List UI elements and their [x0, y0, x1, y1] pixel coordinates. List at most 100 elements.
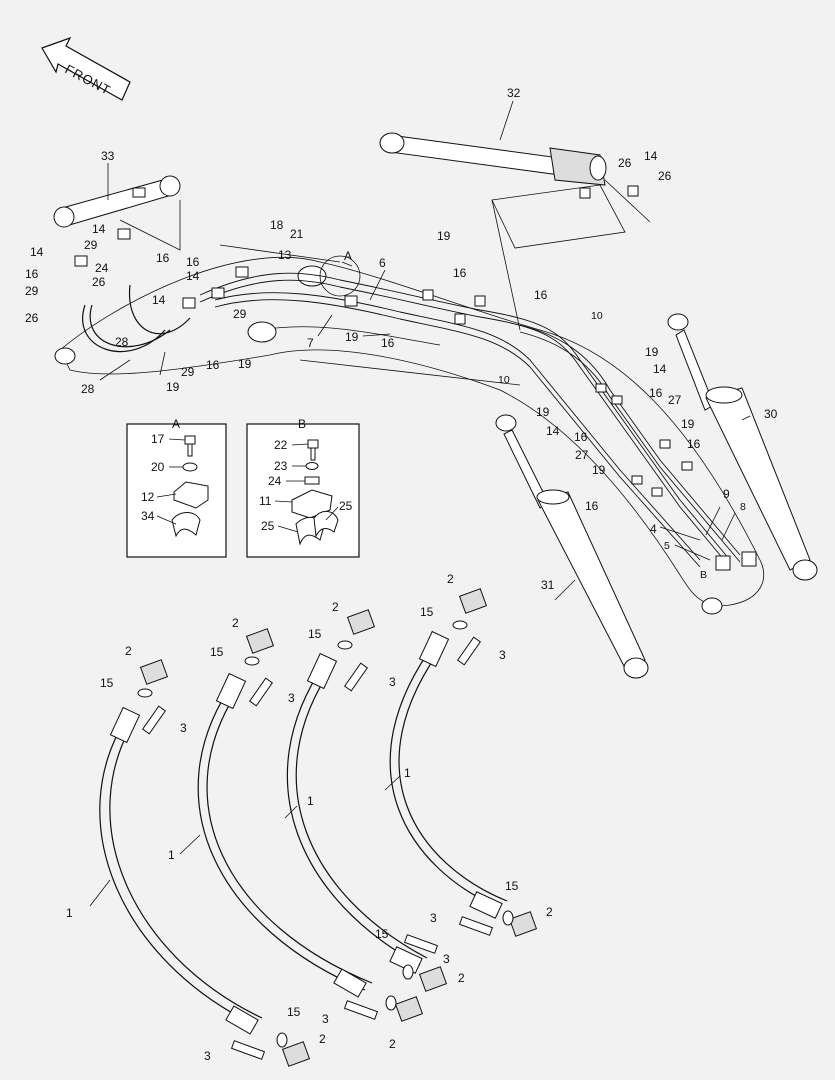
front-arrow-icon: FRONT: [41, 36, 131, 101]
hose-callout-labels: 2 15 3 2 15 3 2 15 3 2 15 3 1 1 1 1 15 3…: [66, 572, 553, 1063]
callout-16: 16: [574, 430, 588, 444]
callout-19: 19: [645, 345, 659, 359]
hose-callout-1: 1: [168, 848, 175, 862]
callout-14: 14: [186, 269, 200, 283]
callout-14: 14: [644, 149, 658, 163]
detail-box-b: B 22 23 24 11 25 25: [246, 417, 360, 558]
hose-callout-15: 15: [308, 627, 322, 641]
callout-leaders: [89, 100, 751, 907]
detail-box-a: A 17 20 12 34: [126, 417, 227, 558]
callout-16: 16: [381, 336, 395, 350]
callout-16: 16: [25, 267, 39, 281]
callout-18: 18: [270, 218, 284, 232]
callout-16: 16: [206, 358, 220, 372]
callout-16: 16: [585, 499, 599, 513]
callout-26: 26: [618, 156, 632, 170]
callout-29: 29: [25, 284, 39, 298]
callout-4: 4: [650, 522, 657, 536]
callout-16: 16: [156, 251, 170, 265]
callout-19: 19: [345, 330, 359, 344]
hose-callout-3: 3: [180, 721, 187, 735]
callout-24: 24: [95, 261, 109, 275]
callout-10: 10: [591, 310, 603, 322]
callout-16: 16: [687, 437, 701, 451]
callout-5: 5: [664, 540, 670, 552]
hose-callout-2: 2: [319, 1032, 326, 1046]
callout-26: 26: [25, 311, 39, 325]
callout-10: 10: [498, 374, 510, 386]
hose-callout-15: 15: [420, 605, 434, 619]
hose-callout-1: 1: [66, 906, 73, 920]
detail-b-label-22: 22: [274, 438, 288, 452]
callout-8: 8: [740, 501, 746, 513]
leader-frames: [119, 179, 651, 331]
callout-19: 19: [437, 229, 451, 243]
callout-13: 13: [278, 248, 292, 262]
hose-callout-2: 2: [125, 644, 132, 658]
callout-14: 14: [152, 293, 166, 307]
callout-27: 27: [575, 448, 589, 462]
detail-a-label-17: 17: [151, 432, 165, 446]
detail-b-label-25b: 25: [261, 519, 275, 533]
hose-callout-15: 15: [375, 927, 389, 941]
hose-callout-2: 2: [232, 616, 239, 630]
hose-callout-2: 2: [447, 572, 454, 586]
hoses-28: [82, 284, 191, 353]
callout-labels: 32 33 26 14 26 18 21 13 14 29 16 14 16 2…: [25, 86, 778, 592]
callout-14: 14: [92, 222, 106, 236]
hose-callout-2: 2: [332, 600, 339, 614]
callout-28: 28: [81, 382, 95, 396]
tube-clamps: [74, 185, 757, 571]
callout-16: 16: [649, 386, 663, 400]
callout-19: 19: [681, 417, 695, 431]
callout-7: 7: [307, 336, 314, 350]
callout-33: 33: [101, 149, 115, 163]
callout-31: 31: [541, 578, 555, 592]
callout-21: 21: [290, 227, 304, 241]
callout-14: 14: [653, 362, 667, 376]
hose-callout-3: 3: [204, 1049, 211, 1063]
callout-14: 14: [546, 424, 560, 438]
hose-assemblies-1: [99, 588, 538, 1067]
hose-callout-3: 3: [389, 675, 396, 689]
detail-b-label-23: 23: [274, 459, 288, 473]
detail-b-label-25a: 25: [339, 499, 353, 513]
hose-callout-15: 15: [505, 879, 519, 893]
cylinder-30: [667, 313, 818, 581]
hose-callout-2: 2: [458, 971, 465, 985]
callout-26: 26: [92, 275, 106, 289]
callout-19: 19: [238, 357, 252, 371]
callout-28: 28: [115, 335, 129, 349]
hose-callout-3: 3: [443, 952, 450, 966]
hose-callout-3: 3: [499, 648, 506, 662]
callout-29: 29: [84, 238, 98, 252]
callout-26: 26: [658, 169, 672, 183]
callout-19: 19: [166, 380, 180, 394]
detail-b-label-11: 11: [259, 494, 272, 508]
detail-a-label-12: 12: [141, 490, 155, 504]
hose-callout-15: 15: [100, 676, 114, 690]
hose-callout-3: 3: [430, 911, 437, 925]
detail-b-title: B: [298, 417, 306, 431]
detail-a-title: A: [172, 417, 180, 431]
callout-16: 16: [453, 266, 467, 280]
detail-b-label-24: 24: [268, 474, 282, 488]
callout-19: 19: [536, 405, 550, 419]
detail-a-label-34: 34: [141, 509, 155, 523]
callout-27: 27: [668, 393, 682, 407]
hose-callout-3: 3: [288, 691, 295, 705]
cylinder-31: [495, 414, 649, 679]
hose-callout-15: 15: [210, 645, 224, 659]
cylinder-33: [53, 175, 181, 228]
hose-callout-2: 2: [389, 1037, 396, 1051]
hose-callout-1: 1: [404, 766, 411, 780]
detail-a-label-20: 20: [151, 460, 165, 474]
cylinder-32: [379, 132, 607, 186]
boom-tubes: [199, 272, 741, 568]
callout-14: 14: [30, 245, 44, 259]
hose-callout-2: 2: [546, 905, 553, 919]
hose-callout-15: 15: [287, 1005, 301, 1019]
callout-19: 19: [592, 463, 606, 477]
callout-6: 6: [379, 256, 386, 270]
